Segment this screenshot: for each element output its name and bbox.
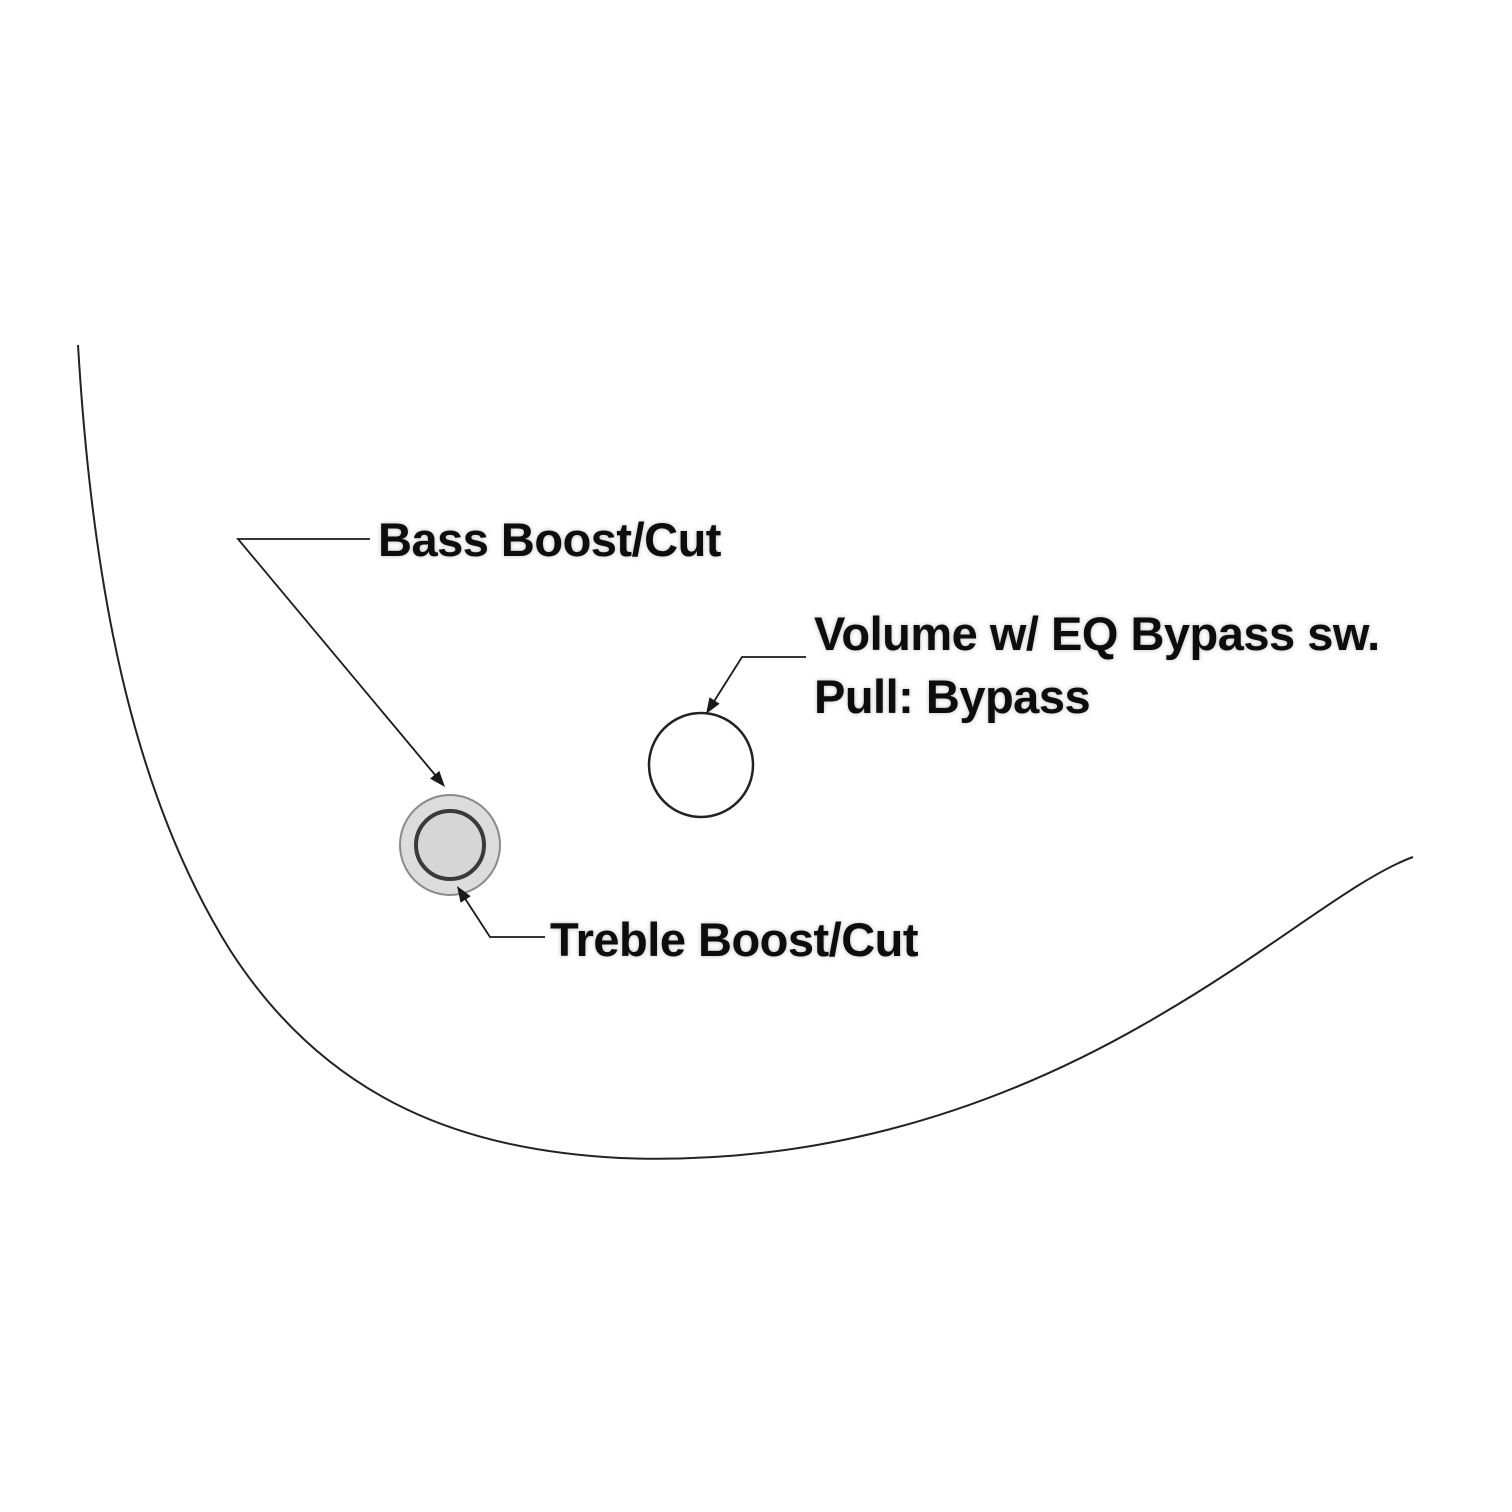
bass-leader-line bbox=[236, 538, 437, 777]
bass-boost-cut-label: Bass Boost/Cut bbox=[378, 513, 721, 566]
treble-leader-line bbox=[463, 896, 545, 938]
volume-knob-hole bbox=[647, 711, 755, 819]
volume-leader-line bbox=[712, 656, 806, 704]
volume-label-line1: Volume w/ EQ Bypass sw. bbox=[814, 607, 1380, 660]
volume-arrowhead-icon bbox=[706, 697, 720, 714]
bass-arrowhead-icon bbox=[430, 770, 445, 787]
treble-arrowhead-icon bbox=[457, 886, 471, 903]
volume-label-line2: Pull: Bypass bbox=[814, 670, 1091, 724]
stacked-knob-inner bbox=[414, 809, 486, 881]
treble-boost-cut-label: Treble Boost/Cut bbox=[550, 913, 919, 966]
guitar-body-outline bbox=[77, 344, 1414, 1160]
volume-label: Volume w/ EQ Bypass sw. Pull: Bypass bbox=[814, 602, 1380, 729]
